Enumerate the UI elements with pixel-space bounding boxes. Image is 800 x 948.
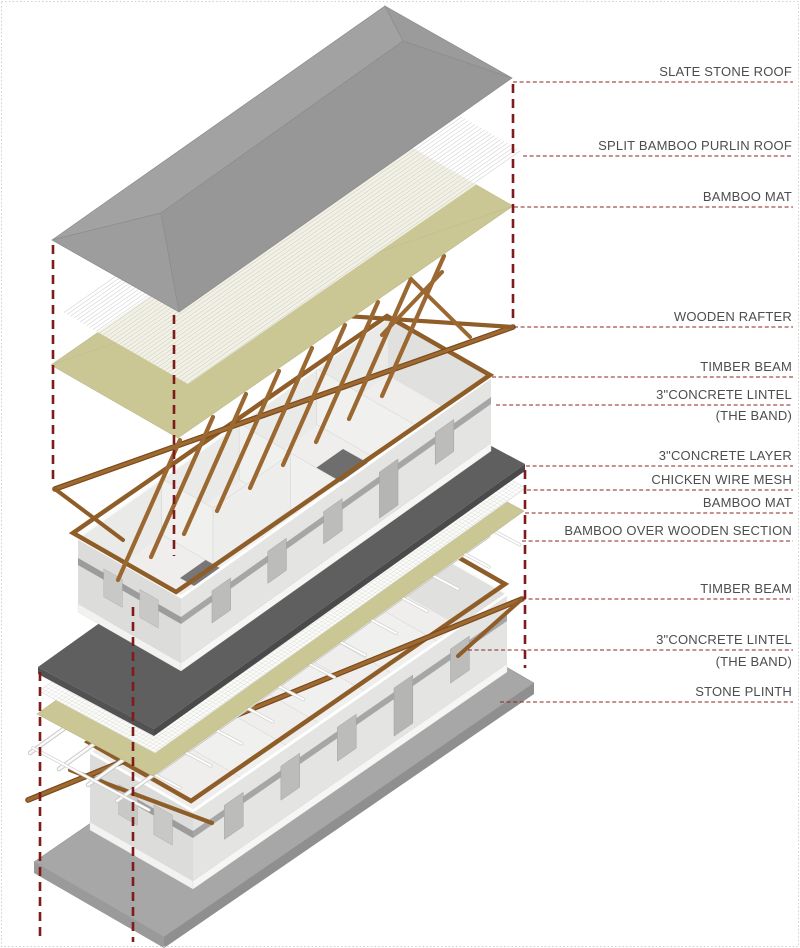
window-opening (267, 537, 287, 584)
cross-rafters (115, 253, 447, 583)
window-opening (323, 498, 343, 545)
callout-timber-beam-upper: TIMBER BEAM (700, 359, 792, 374)
projection-lines (38, 84, 527, 942)
callout-concrete-lintel-upper: 3"CONCRETE LINTEL (656, 387, 792, 402)
plinth-left-edge (34, 862, 164, 948)
timber-beam-stub (456, 597, 524, 658)
plinth-right-edge (164, 683, 534, 948)
callout-bamboo-mat-upper: BAMBOO MAT (702, 189, 792, 204)
leader-lines (468, 81, 793, 703)
window-opening (337, 713, 357, 762)
wooden-rafter-group (52, 253, 516, 595)
timber-beam-frame (68, 313, 495, 595)
gable-brace (408, 276, 472, 339)
callout-stone-plinth: STONE PLINTH (695, 684, 792, 699)
upper-floor-walls (77, 316, 492, 672)
partition-wall (212, 453, 291, 565)
callout-chicken-wire-mesh: CHICKEN WIRE MESH (651, 472, 792, 487)
door-opening (393, 674, 414, 737)
callout-bamboo-over-wooden: BAMBOO OVER WOODEN SECTION (564, 523, 792, 538)
concrete-right-edge (154, 464, 525, 736)
hip-rafter (53, 487, 125, 542)
concrete-left-edge (38, 667, 154, 736)
window-opening (211, 577, 231, 624)
base-slab (180, 442, 492, 672)
callout-concrete-lintel-upper-2: (THE BAND) (715, 408, 792, 423)
slate-stone-roof (51, 5, 513, 313)
window-opening (153, 804, 173, 846)
front-left-wall (90, 752, 193, 881)
wall-top-edge (89, 592, 508, 813)
callout-wooden-rafter: WOODEN RAFTER (673, 309, 792, 324)
door-opening (379, 458, 399, 519)
window-opening (434, 418, 455, 466)
callout-slate-stone-roof: SLATE STONE ROOF (659, 64, 792, 79)
callout-concrete-lintel-lower: 3"CONCRETE LINTEL (656, 632, 792, 647)
window-opening (280, 752, 300, 801)
callout-timber-beam-lower: TIMBER BEAM (700, 581, 792, 596)
window-opening (224, 791, 244, 840)
callout-concrete-lintel-lower-2: (THE BAND) (715, 654, 792, 669)
base-slab (192, 663, 508, 890)
back-left-wall (78, 318, 388, 596)
window-opening (139, 588, 159, 629)
callout-bamboo-mat-lower: BAMBOO MAT (702, 495, 792, 510)
callout-split-bamboo-purlin: SPLIT BAMBOO PURLIN ROOF (598, 138, 792, 153)
callout-concrete-layer: 3"CONCRETE LAYER (658, 448, 792, 463)
roof-face-hip-right (384, 5, 513, 79)
